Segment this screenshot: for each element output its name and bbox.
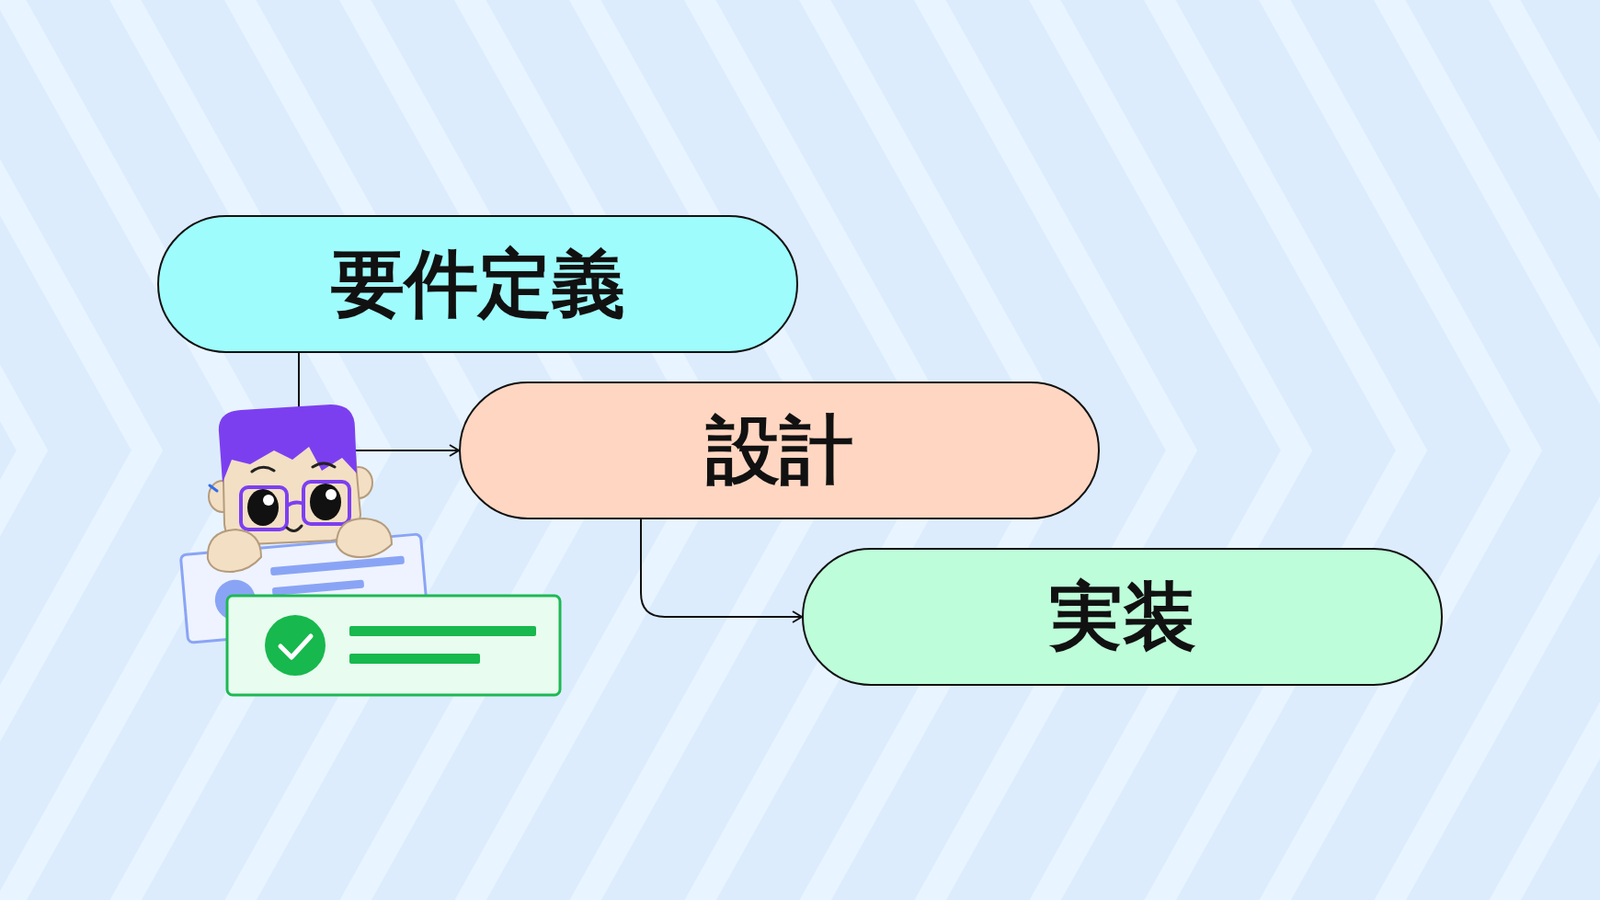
check-card bbox=[227, 595, 560, 696]
process-pill: 実装 bbox=[801, 548, 1443, 686]
chevron-stripe bbox=[1149, 0, 1412, 900]
step-label: 要件定義 bbox=[331, 247, 626, 321]
process-pill: 設計 bbox=[458, 381, 1100, 520]
process-pill: 要件定義 bbox=[157, 215, 799, 354]
chevron-stripe bbox=[0, 0, 33, 900]
chevron-stripe bbox=[1264, 0, 1527, 900]
character bbox=[207, 404, 392, 572]
step-label: 実装 bbox=[1049, 580, 1197, 654]
chevron-stripe bbox=[1494, 0, 1600, 900]
flow-connector bbox=[640, 519, 802, 618]
step-label: 設計 bbox=[706, 413, 854, 488]
chevron-stripe bbox=[114, 0, 378, 900]
